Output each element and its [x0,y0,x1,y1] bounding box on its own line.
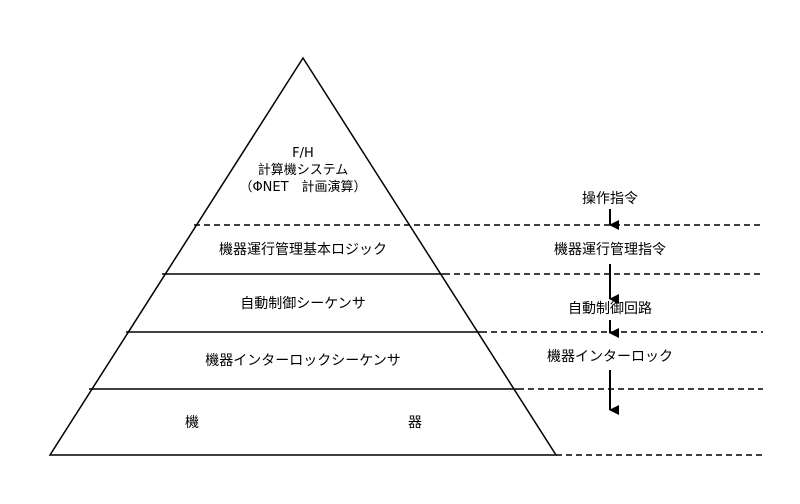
level-label-2: 自動制御シーケンサ [240,296,366,312]
signal-label-1: 操作指令 [582,191,638,207]
base-label-left: 機 [185,415,199,431]
top-label-2: 計算機システム [258,162,349,178]
base-label-right: 器 [408,415,422,431]
level-label-1: 機器運行管理基本ロジック [219,241,387,258]
level-label-3: 機器インターロックシーケンサ [205,353,401,369]
signal-label-2: 機器運行管理指令 [554,242,666,258]
top-label-3: （ΦNET 計画演算） [239,179,366,195]
signal-label-3: 自動制御回路 [568,301,652,317]
pyramid-outline [48,56,558,456]
top-label-1: F/H [292,146,314,161]
signal-label-4: 機器インターロック [547,349,673,365]
